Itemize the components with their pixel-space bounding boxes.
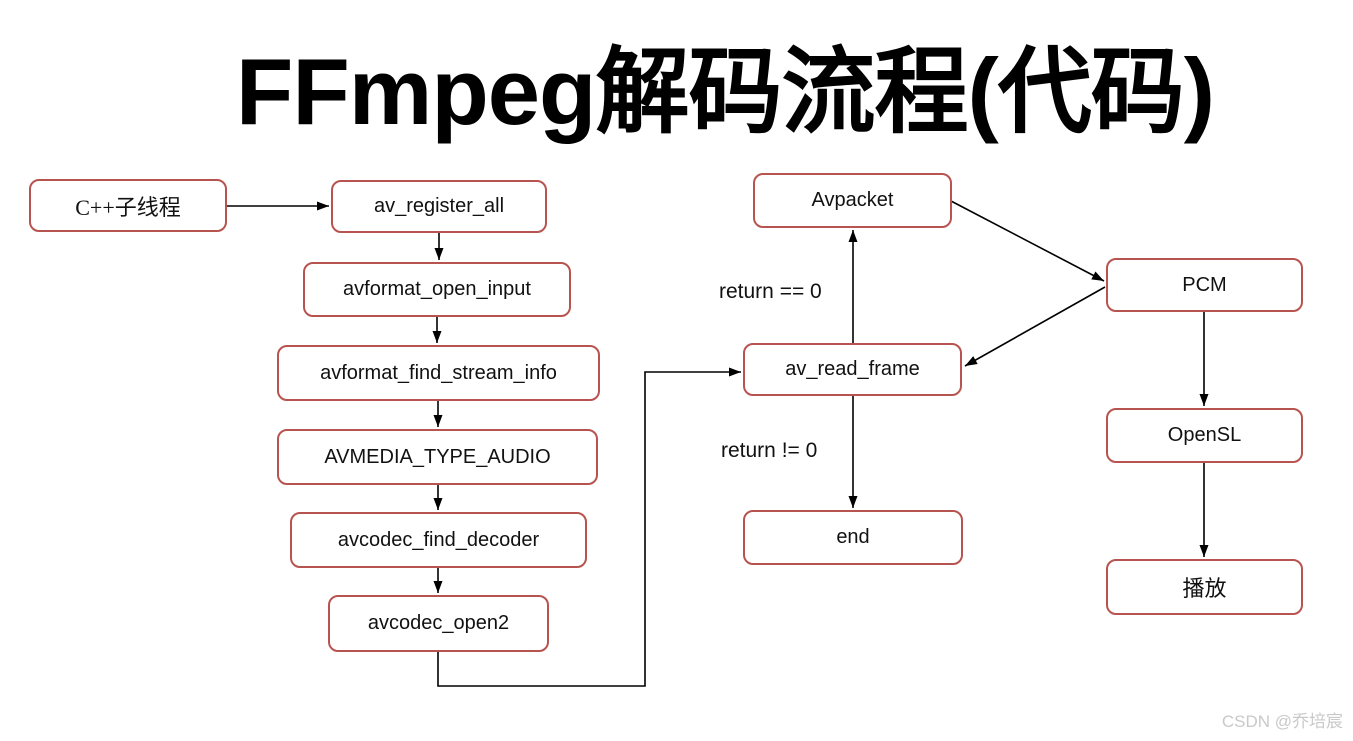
edge-pcm-to-readframe <box>964 286 1106 367</box>
node-av-read-frame: av_read_frame <box>743 343 962 396</box>
node-avmedia-type-audio: AVMEDIA_TYPE_AUDIO <box>277 429 598 485</box>
node-avformat-open-input: avformat_open_input <box>303 262 571 317</box>
node-opensl: OpenSL <box>1106 408 1303 463</box>
edge-avpacket-to-pcm <box>950 200 1105 282</box>
node-play: 播放 <box>1106 559 1303 615</box>
node-avpacket: Avpacket <box>753 173 952 228</box>
edge-label-return-not-zero: return != 0 <box>721 439 818 462</box>
node-end: end <box>743 510 963 565</box>
node-avcodec-find-decoder: avcodec_find_decoder <box>290 512 587 568</box>
edge-label-return-equals-zero: return == 0 <box>719 280 822 303</box>
node-avformat-find-stream-info: avformat_find_stream_info <box>277 345 600 401</box>
node-avcodec-open2: avcodec_open2 <box>328 595 549 652</box>
node-av-register-all: av_register_all <box>331 180 547 233</box>
node-pcm: PCM <box>1106 258 1303 312</box>
node-cpp-thread: C++子线程 <box>29 179 227 232</box>
diagram-title: FFmpeg解码流程(代码) <box>235 39 1215 144</box>
csdn-watermark: CSDN @乔培宸 <box>1221 712 1343 731</box>
edge-open2-to-readframe <box>437 367 741 687</box>
